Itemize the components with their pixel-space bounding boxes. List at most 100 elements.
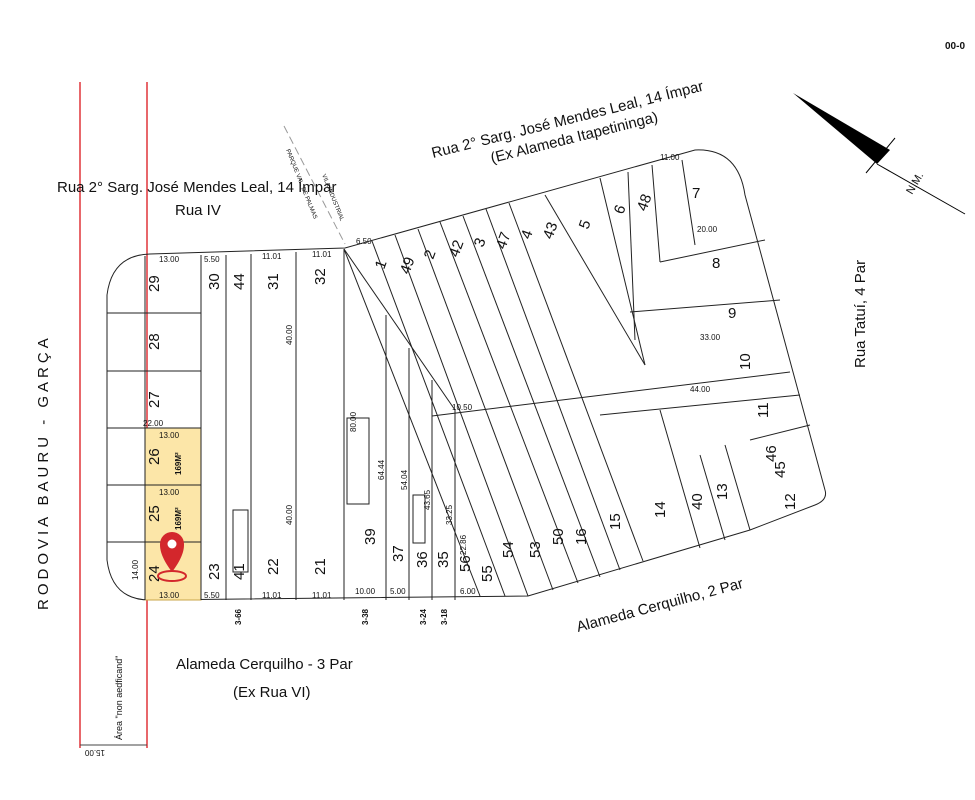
highway-label: RODOVIA BAURU - GARÇA bbox=[35, 334, 52, 610]
dim-20-00: 20.00 bbox=[697, 225, 718, 234]
dim-11-01b: 11.01 bbox=[312, 250, 332, 259]
lot-1: 1 bbox=[372, 258, 391, 272]
dim-33-00: 33.00 bbox=[700, 333, 721, 342]
street-bottom-left-2: (Ex Rua VI) bbox=[233, 684, 311, 701]
street-bottom-right: Alameda Cerquilho, 2 Par bbox=[575, 575, 745, 636]
lot-29-dim: 13.00 bbox=[159, 255, 180, 264]
mid-lot-lines bbox=[225, 249, 456, 600]
dim-11-00: 11.00 bbox=[660, 153, 680, 162]
lot-14: 14 bbox=[652, 501, 669, 518]
dim-40-00-b: 40.00 bbox=[285, 504, 294, 525]
lot-15: 15 bbox=[607, 513, 624, 530]
lot-41: 41 bbox=[231, 563, 248, 580]
dim-10-50: 10.50 bbox=[452, 403, 473, 412]
diagonal-lot-lines bbox=[343, 159, 811, 597]
dim-33-25: 33.25 bbox=[445, 504, 454, 525]
lot-30: 30 bbox=[206, 273, 223, 290]
block-codes: 3-66 3-38 3-24 3-18 bbox=[234, 608, 449, 625]
lot-25-dim: 13.00 bbox=[159, 488, 180, 497]
dim-43-65: 43.65 bbox=[423, 489, 432, 510]
dim-11-01: 11.01 bbox=[262, 252, 282, 261]
lot-46: 46 bbox=[763, 445, 780, 462]
dim-11-01-bottom: 11.01 bbox=[262, 591, 282, 600]
lot-32: 32 bbox=[312, 268, 329, 285]
highway-boundary bbox=[79, 82, 148, 748]
lot-22: 22 bbox=[265, 558, 282, 575]
left-column-lines bbox=[107, 255, 202, 600]
code-3-24: 3-24 bbox=[419, 608, 428, 625]
lot-3: 3 bbox=[471, 236, 490, 250]
lot-27: 27 bbox=[146, 391, 163, 408]
lot-7: 7 bbox=[692, 185, 700, 202]
lot-42: 42 bbox=[446, 238, 468, 259]
lot-10: 10 bbox=[737, 353, 754, 370]
lot-55: 55 bbox=[479, 565, 496, 582]
dim-5-00: 5.00 bbox=[390, 587, 406, 596]
code-3-18: 3-18 bbox=[440, 608, 449, 625]
north-arrow-icon: N.M. bbox=[793, 93, 966, 215]
lot-9: 9 bbox=[728, 305, 736, 322]
north-label: N.M. bbox=[904, 170, 926, 196]
dim-10-00: 10.00 bbox=[355, 587, 376, 596]
street-top-left-2: Rua IV bbox=[175, 202, 221, 219]
lot-2: 2 bbox=[421, 248, 440, 262]
street-right: Rua Tatuí, 4 Par bbox=[852, 260, 869, 368]
lot-37: 37 bbox=[390, 545, 407, 562]
lot-23: 23 bbox=[206, 563, 223, 580]
lot-26-area: 169M² bbox=[174, 452, 183, 475]
dim-40-00: 40.00 bbox=[285, 324, 294, 345]
lot-53: 53 bbox=[527, 541, 544, 558]
block-outline bbox=[106, 149, 826, 601]
lot-29: 29 bbox=[146, 275, 163, 292]
dim-6-50: 6.50 bbox=[356, 237, 372, 246]
dim-11-01-bottom-b: 11.01 bbox=[312, 591, 332, 600]
lot-12: 12 bbox=[782, 493, 799, 510]
width-22: 22.00 bbox=[143, 419, 164, 428]
lot-5: 5 bbox=[576, 218, 595, 232]
area-note: Área "non aedficand" bbox=[114, 656, 124, 740]
lot-6: 6 bbox=[611, 203, 630, 217]
dim-44-00: 44.00 bbox=[690, 385, 711, 394]
dim-6-00: 6.00 bbox=[460, 587, 476, 596]
lot-13: 13 bbox=[714, 483, 731, 500]
lot-25: 25 bbox=[146, 505, 163, 522]
dimension-labels: 5.50 11.01 11.01 5.50 11.01 11.01 10.00 … bbox=[204, 153, 721, 600]
dim-22-86: 22.86 bbox=[459, 534, 468, 555]
lot-8: 8 bbox=[712, 255, 720, 272]
lot-54: 54 bbox=[500, 541, 517, 558]
street-top-left-1: Rua 2° Sarg. José Mendes Leal, 14 Ímpar bbox=[57, 179, 337, 196]
dim-54-04: 54.04 bbox=[400, 469, 409, 490]
dim-80-00: 80.00 bbox=[349, 411, 358, 432]
lot-49: 49 bbox=[397, 255, 419, 276]
right-lot-labels: 1 49 2 42 3 47 4 43 5 6 48 7 8 9 10 11 4… bbox=[372, 185, 780, 462]
mid-lot-labels: 30 44 31 32 23 41 22 21 39 37 36 35 56 5… bbox=[206, 268, 799, 582]
lot-26: 26 bbox=[146, 448, 163, 465]
lot-26-dim: 13.00 bbox=[159, 431, 180, 440]
lot-48: 48 bbox=[634, 192, 656, 213]
left-lot-labels: 29 28 27 26 169M² 25 169M² 24 13.00 13.0… bbox=[131, 255, 183, 600]
lot-16: 16 bbox=[573, 528, 590, 545]
lot-36: 36 bbox=[414, 551, 431, 568]
lot-50: 50 bbox=[550, 528, 567, 545]
lot-25-area: 169M² bbox=[174, 507, 183, 530]
lot-35: 35 bbox=[435, 551, 452, 568]
lot-21: 21 bbox=[312, 558, 329, 575]
dim-5-50: 5.50 bbox=[204, 255, 220, 264]
lot-31: 31 bbox=[265, 273, 282, 290]
code-3-66: 3-66 bbox=[234, 608, 243, 625]
lot-47: 47 bbox=[493, 230, 515, 251]
dim-64-44: 64.44 bbox=[377, 459, 386, 480]
lot-28: 28 bbox=[146, 333, 163, 350]
lot-43: 43 bbox=[540, 220, 562, 241]
area-width-dim: 15.00 bbox=[84, 748, 105, 757]
lot-40: 40 bbox=[689, 493, 706, 510]
corner-code: 00-0 bbox=[945, 41, 965, 52]
lot-44: 44 bbox=[231, 273, 248, 290]
lot-11: 11 bbox=[755, 402, 772, 418]
lot-39: 39 bbox=[362, 528, 379, 545]
location-pin-icon[interactable] bbox=[157, 532, 187, 582]
dim-5-50-bottom: 5.50 bbox=[204, 591, 220, 600]
lot-24-dim: 13.00 bbox=[159, 591, 180, 600]
street-top-right-1: Rua 2° Sarg. José Mendes Leal, 14 Ímpar bbox=[430, 78, 705, 162]
